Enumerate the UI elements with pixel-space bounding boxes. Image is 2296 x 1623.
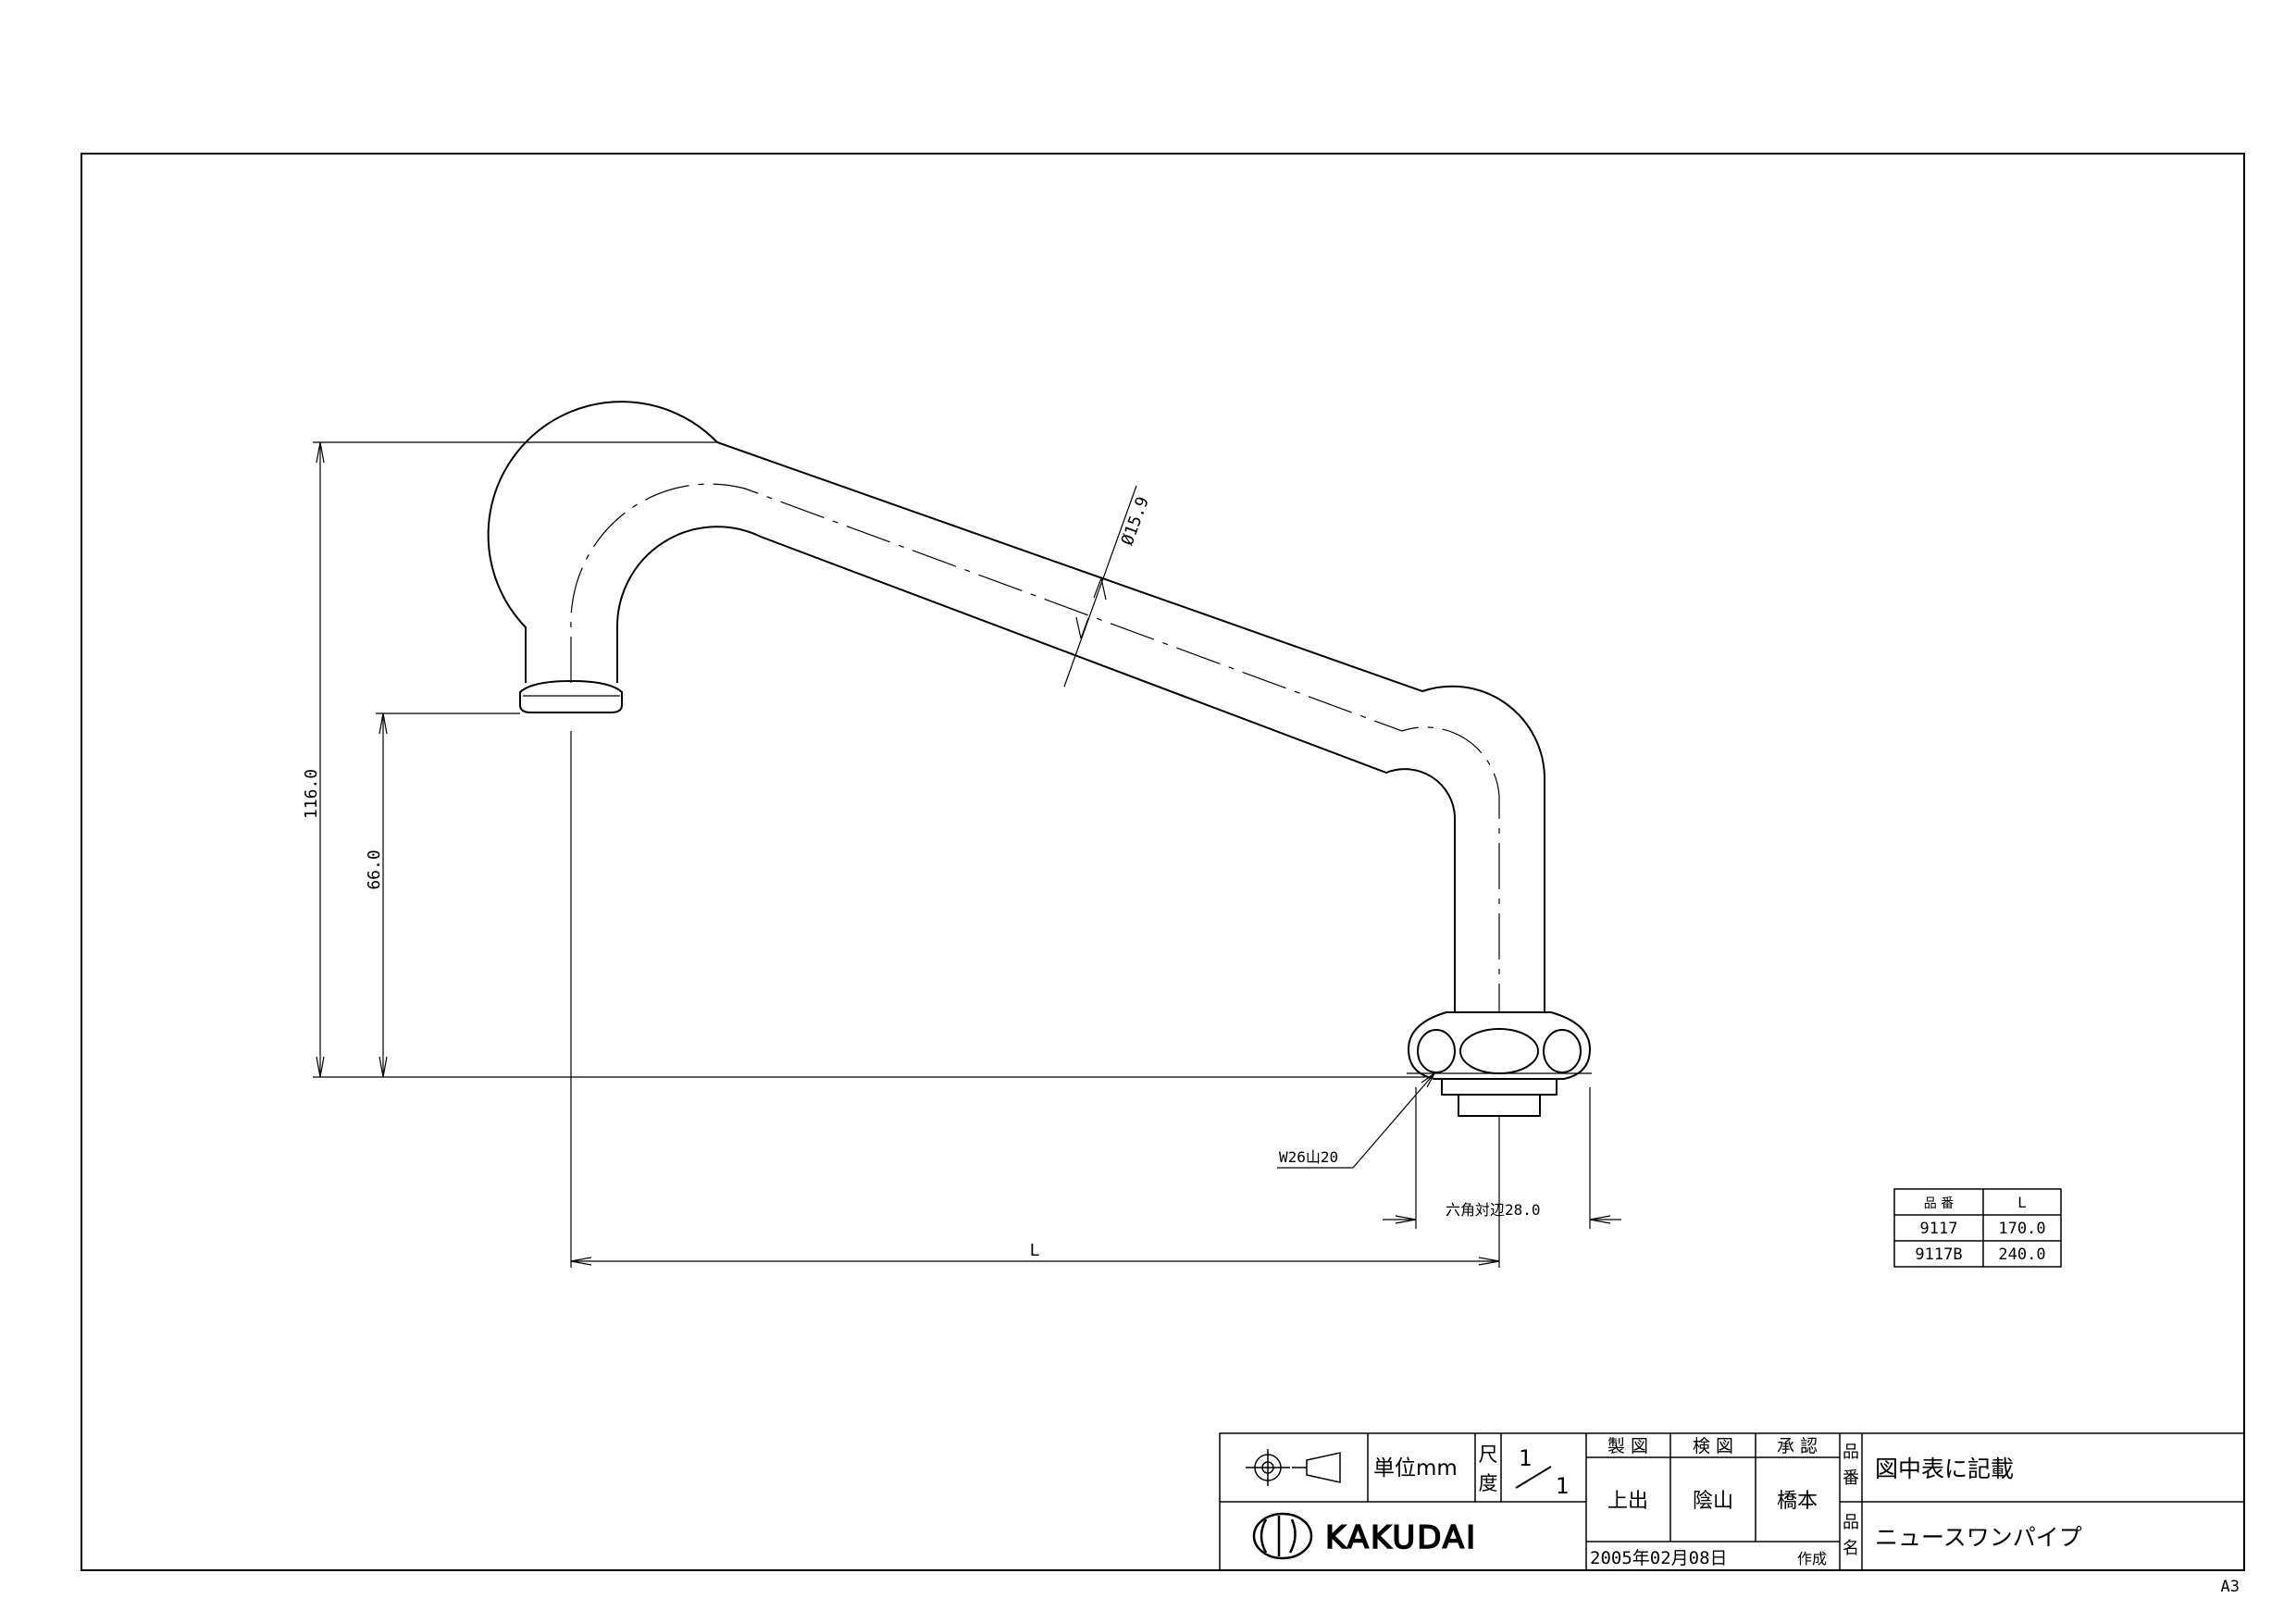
- parts-table-cell: 9117: [1920, 1220, 1958, 1238]
- parts-table: 品 番 L 9117 170.0 9117B 240.0: [1893, 1188, 2062, 1268]
- created-label: 作成: [1797, 1550, 1827, 1567]
- parts-table-header-length: L: [2017, 1194, 2027, 1211]
- dim-outlet-height: 66.0: [365, 849, 384, 889]
- parts-table-cell: 170.0: [1998, 1220, 2045, 1238]
- part-no-label-bottom: 番: [1843, 1468, 1859, 1488]
- scale-numerator: 1: [1519, 1445, 1532, 1471]
- kakudai-logo: KAKUDAI: [1252, 1512, 1477, 1560]
- unit-label: 単位mm: [1373, 1456, 1458, 1481]
- header-approver: 承 認: [1777, 1436, 1818, 1456]
- dim-hex-across-flats: 六角対辺28.0: [1446, 1201, 1541, 1219]
- header-drafter: 製 図: [1607, 1436, 1648, 1456]
- name-drafter: 上出: [1607, 1490, 1648, 1513]
- dim-thread: W26山20: [1279, 1148, 1338, 1166]
- projection-symbol-icon: [1246, 1449, 1341, 1486]
- scale-label-bottom: 度: [1479, 1472, 1498, 1494]
- product-name: ニュースワンパイプ: [1875, 1524, 2082, 1551]
- part-no-label-top: 品: [1843, 1443, 1859, 1462]
- dim-pipe-diameter: Ø15.9: [1118, 494, 1153, 548]
- name-label-bottom: 名: [1843, 1539, 1859, 1558]
- logo-text: KAKUDAI: [1325, 1519, 1477, 1556]
- name-approver: 橋本: [1777, 1490, 1818, 1513]
- header-checker: 検 図: [1693, 1436, 1733, 1456]
- parts-table-cell: 240.0: [1998, 1245, 2045, 1264]
- pipe-drawing: [487, 401, 1592, 1117]
- dimension-lines: [313, 441, 1621, 1268]
- parts-table-cell: 9117B: [1915, 1245, 1962, 1264]
- part-no-value: 図中表に記載: [1875, 1456, 2014, 1482]
- scale-denominator: 1: [1556, 1473, 1569, 1499]
- sheet-size: A3: [2221, 1578, 2240, 1596]
- date: 2005年02月08日: [1590, 1548, 1728, 1568]
- drawing-border: [81, 153, 2245, 1571]
- parts-table-header-part-no: 品 番: [1924, 1196, 1954, 1211]
- title-block: 単位mm 尺 度 1 1 KAKUDAI 製 図 検 図 承 認 上出 陰山 橋…: [1219, 1432, 2245, 1571]
- name-label-top: 品: [1843, 1513, 1859, 1532]
- dim-length: L: [1030, 1241, 1040, 1260]
- scale-label-top: 尺: [1479, 1443, 1498, 1466]
- dim-overall-height: 116.0: [302, 769, 321, 819]
- name-checker: 陰山: [1693, 1490, 1733, 1513]
